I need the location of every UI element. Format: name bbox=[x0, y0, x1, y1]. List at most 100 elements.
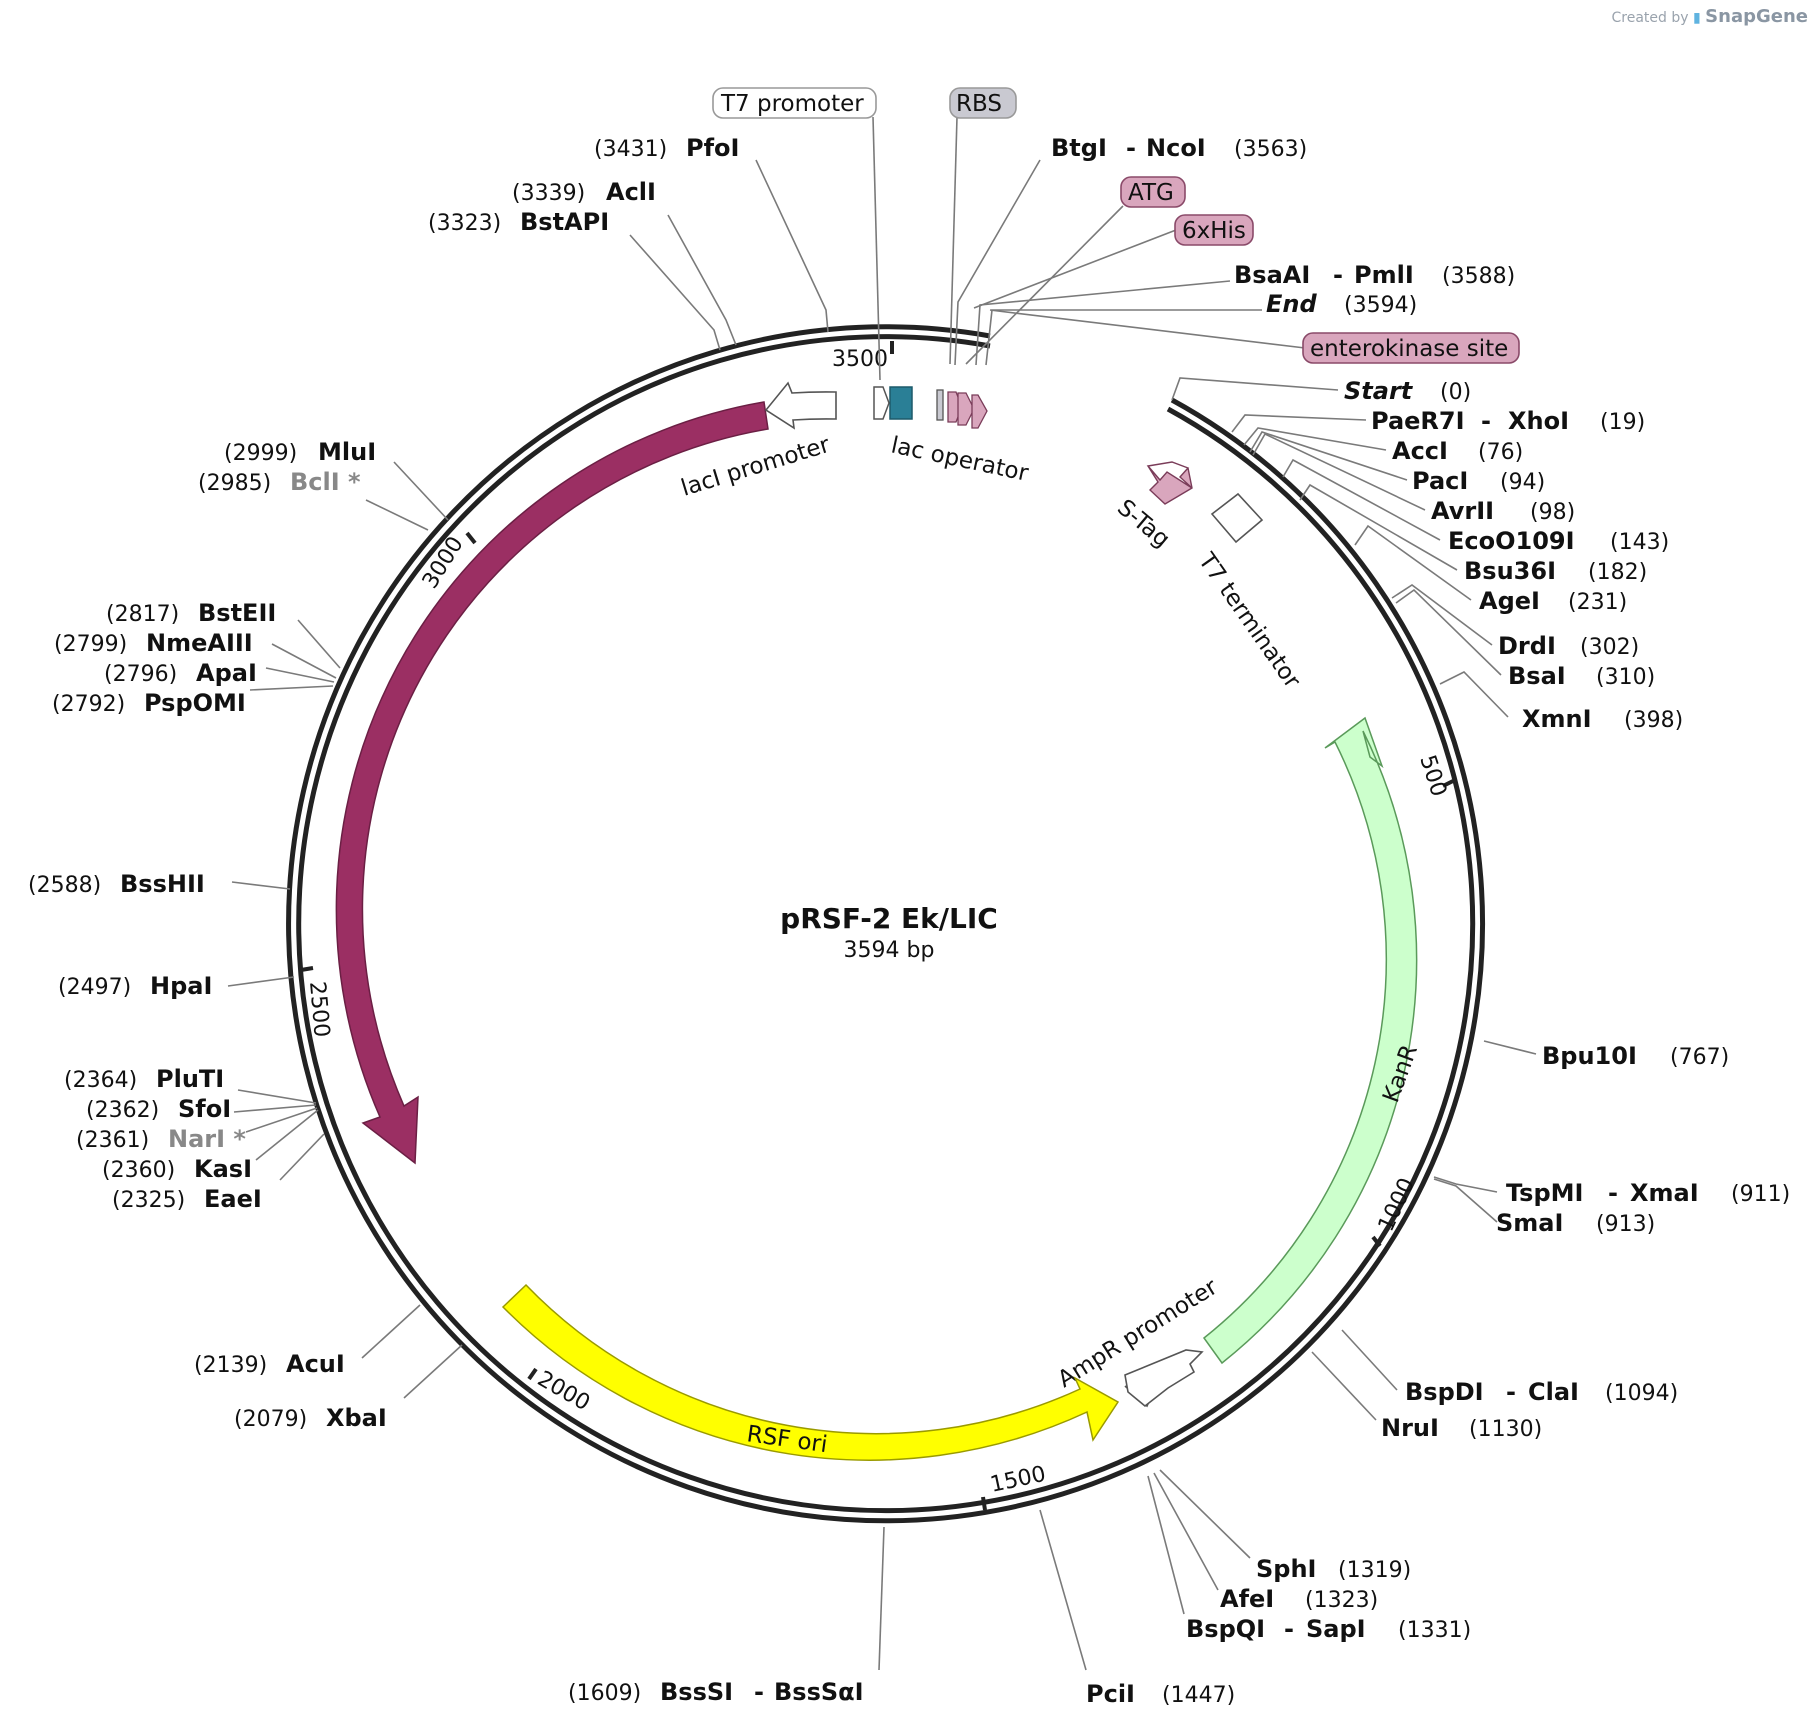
site-bstapi-name: BstAPI bbox=[520, 208, 609, 236]
site-bstapi-pos: (3323) bbox=[428, 211, 501, 236]
site-nrui[interactable]: NruI (1130) bbox=[1381, 1414, 1542, 1442]
site-smai-name: SmaI bbox=[1496, 1209, 1563, 1237]
site-ecoo109i-name: EcoO109I bbox=[1448, 527, 1575, 555]
site-xmni[interactable]: XmnI (398) bbox=[1522, 705, 1683, 733]
site-drdi-name: DrdI bbox=[1498, 632, 1556, 660]
site-xbai[interactable]: (2079) XbaI bbox=[234, 1404, 387, 1432]
site-dash: - bbox=[1608, 1179, 1618, 1207]
site-bspqi-leader bbox=[1147, 1475, 1185, 1615]
site-nmeaiii-pos: (2799) bbox=[54, 632, 127, 657]
site-nari[interactable]: (2361) NarI * bbox=[76, 1125, 246, 1153]
site-bspdi-pos: (1094) bbox=[1605, 1381, 1678, 1406]
6xhis-callout: 6xHis bbox=[1182, 218, 1246, 244]
feature-enterokinase bbox=[971, 394, 988, 429]
site-tspmi-pos: (911) bbox=[1731, 1182, 1790, 1207]
feature-t7-terminator bbox=[1210, 492, 1264, 544]
site-acli[interactable]: (3339) AclI bbox=[512, 178, 656, 206]
site-agei[interactable]: AgeI (231) bbox=[1479, 587, 1627, 615]
site-bcli[interactable]: (2985) BclI * bbox=[198, 468, 361, 496]
site-bsu36i[interactable]: Bsu36I (182) bbox=[1464, 557, 1647, 585]
site-bsshii[interactable]: (2588) BssHII bbox=[28, 870, 205, 898]
site-hpai[interactable]: (2497) HpaI bbox=[58, 972, 212, 1000]
site-nari-name: NarI * bbox=[168, 1125, 246, 1153]
site-bsssi[interactable]: (1609) BssSI - BssSαI bbox=[568, 1678, 864, 1706]
site-bpu10i-leader bbox=[1483, 1040, 1537, 1055]
site-apai[interactable]: (2796) ApaI bbox=[104, 659, 257, 687]
site-paer7i-xhoi[interactable]: PaeR7I - XhoI (19) bbox=[1371, 407, 1645, 435]
site-tspmi-xmai[interactable]: TspMI - XmaI (911) bbox=[1506, 1179, 1790, 1207]
site-pluti[interactable]: (2364) PluTI bbox=[64, 1065, 224, 1093]
site-pfoi[interactable]: (3431) PfoI bbox=[594, 134, 739, 162]
rbs-callout: RBS bbox=[956, 91, 1002, 117]
site-bsai[interactable]: BsaI (310) bbox=[1508, 662, 1655, 690]
site-bpu10i[interactable]: Bpu10I (767) bbox=[1542, 1042, 1729, 1070]
site-nmeaiii[interactable]: (2799) NmeAIII bbox=[54, 629, 253, 657]
site-bspqi-sapi[interactable]: BspQI - SapI (1331) bbox=[1186, 1615, 1471, 1643]
site-bsu36i-leader bbox=[1299, 483, 1458, 571]
site-drdi[interactable]: DrdI (302) bbox=[1498, 632, 1639, 660]
tick-label-500: 500 bbox=[1414, 752, 1451, 800]
feature-callouts: T7 promoter RBS ATG 6xHis enterokinase s… bbox=[712, 87, 1520, 381]
site-end[interactable]: End (3594) bbox=[1266, 290, 1417, 318]
site-kasi[interactable]: (2360) KasI bbox=[102, 1155, 252, 1183]
site-pluti-leader bbox=[237, 1089, 317, 1104]
site-smai[interactable]: SmaI (913) bbox=[1496, 1209, 1655, 1237]
site-sphi[interactable]: SphI (1319) bbox=[1256, 1555, 1411, 1583]
site-ncoi-name: NcoI bbox=[1146, 134, 1206, 162]
site-bsteii[interactable]: (2817) BstEII bbox=[106, 599, 276, 627]
site-bsteii-pos: (2817) bbox=[106, 602, 179, 627]
site-bspqi-pos: (1331) bbox=[1398, 1618, 1471, 1643]
site-sfoi[interactable]: (2362) SfoI bbox=[86, 1095, 231, 1123]
atg-leader bbox=[965, 205, 1124, 365]
site-drdi-leader bbox=[1391, 584, 1493, 646]
site-bsai-pos: (310) bbox=[1596, 665, 1655, 690]
site-pcii-pos: (1447) bbox=[1162, 1683, 1235, 1708]
site-avrii[interactable]: AvrII (98) bbox=[1431, 497, 1575, 525]
site-sphi-leader bbox=[1159, 1469, 1251, 1559]
t7-promoter-callout: T7 promoter bbox=[720, 91, 864, 117]
site-bsaai-pmli[interactable]: BsaAI - PmlI (3588) bbox=[1234, 261, 1515, 289]
site-acci[interactable]: AccI (76) bbox=[1392, 437, 1523, 465]
site-dash: - bbox=[1333, 261, 1343, 289]
site-pspomi[interactable]: (2792) PspOMI bbox=[52, 689, 246, 717]
site-paci[interactable]: PacI (94) bbox=[1412, 467, 1545, 495]
site-bstapi[interactable]: (3323) BstAPI bbox=[428, 208, 609, 236]
feature-laci bbox=[335, 401, 769, 1165]
site-mlui[interactable]: (2999) MluI bbox=[224, 438, 376, 466]
site-acci-leader bbox=[1243, 427, 1387, 451]
site-afei-name: AfeI bbox=[1220, 1585, 1274, 1613]
site-bspdi-clai[interactable]: BspDI - ClaI (1094) bbox=[1405, 1378, 1678, 1406]
tick-3000 bbox=[465, 531, 477, 545]
site-xbai-pos: (2079) bbox=[234, 1407, 307, 1432]
site-bspqi-name: BspQI bbox=[1186, 1615, 1265, 1643]
site-acli-leader bbox=[667, 214, 737, 346]
site-nrui-leader bbox=[1311, 1351, 1377, 1421]
site-bsu36i-pos: (182) bbox=[1588, 560, 1647, 585]
site-pcii[interactable]: PciI (1447) bbox=[1086, 1680, 1235, 1708]
site-start-leader bbox=[1171, 377, 1339, 401]
credit-brand: SnapGene bbox=[1705, 6, 1808, 27]
site-acui-name: AcuI bbox=[286, 1350, 345, 1378]
site-ecoo109i[interactable]: EcoO109I (143) bbox=[1448, 527, 1669, 555]
enterokinase-callout: enterokinase site bbox=[1310, 336, 1508, 362]
site-dash: - bbox=[1284, 1615, 1294, 1643]
site-pluti-name: PluTI bbox=[156, 1065, 224, 1093]
site-hpai-leader bbox=[227, 976, 295, 987]
site-nmeaiii-leader bbox=[271, 643, 337, 679]
rbs-leader bbox=[949, 116, 958, 365]
site-afei[interactable]: AfeI (1323) bbox=[1220, 1585, 1378, 1613]
site-pspomi-name: PspOMI bbox=[144, 689, 246, 717]
site-acui[interactable]: (2139) AcuI bbox=[194, 1350, 345, 1378]
site-tspmi-name: TspMI bbox=[1506, 1179, 1583, 1207]
site-eaei[interactable]: (2325) EaeI bbox=[112, 1185, 262, 1213]
site-bsaai-name: BsaAI bbox=[1234, 261, 1310, 289]
site-start[interactable]: Start (0) bbox=[1344, 377, 1471, 405]
site-mlui-name: MluI bbox=[318, 438, 376, 466]
site-bcli-leader bbox=[365, 499, 429, 531]
site-bsssai-name: BssSαI bbox=[774, 1678, 864, 1706]
site-btgi-ncoi[interactable]: BtgI - NcoI (3563) bbox=[1051, 134, 1307, 162]
site-bsshii-name: BssHII bbox=[120, 870, 205, 898]
site-smai-leader bbox=[1433, 1178, 1498, 1223]
site-bsteii-leader bbox=[297, 619, 341, 669]
site-paer7i-leader bbox=[1231, 414, 1367, 433]
